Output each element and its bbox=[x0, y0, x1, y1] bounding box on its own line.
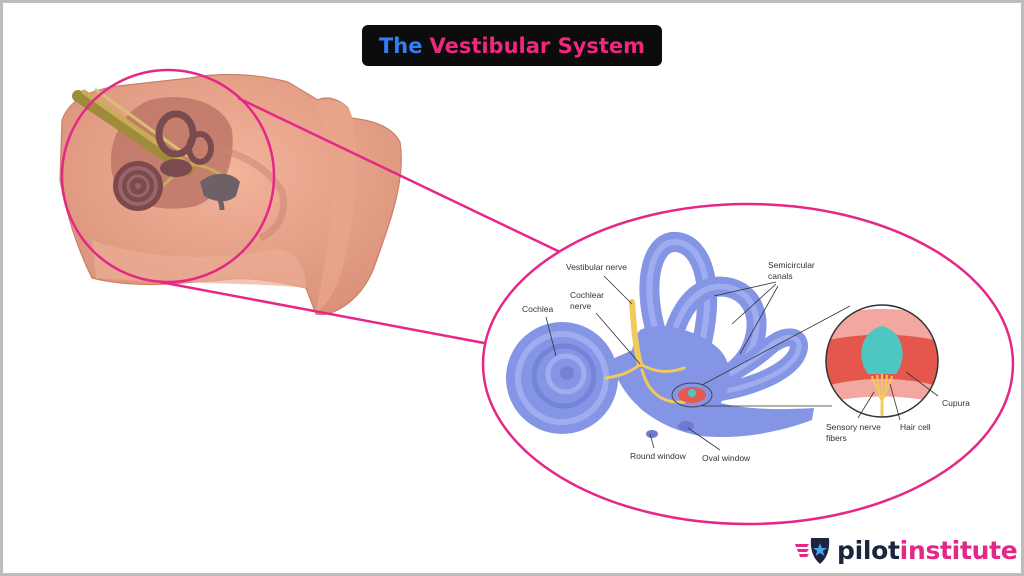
oval-window-shape bbox=[678, 421, 694, 431]
label-vestibular-nerve: Vestibular nerve bbox=[566, 262, 627, 272]
label-cupura: Cupura bbox=[942, 398, 970, 408]
label-cochlear-nerve-line2: nerve bbox=[570, 301, 592, 311]
logo-text-institute: institute bbox=[899, 535, 1018, 565]
semicircular-canals bbox=[639, 232, 808, 403]
logo-text: pilotinstitute bbox=[837, 535, 1018, 565]
label-cochlea: Cochlea bbox=[522, 304, 553, 314]
logo-text-pilot: pilot bbox=[837, 535, 900, 565]
title-part-2: Vestibular System bbox=[429, 33, 646, 58]
pilot-institute-logo: pilotinstitute bbox=[793, 534, 1018, 566]
title-part-1: The bbox=[378, 33, 423, 58]
leader-lines bbox=[545, 275, 939, 451]
label-semicircular-line2: canals bbox=[768, 271, 793, 281]
inner-ear-3d bbox=[113, 110, 240, 211]
ampulla bbox=[671, 382, 713, 408]
label-sensory-line2: fibers bbox=[826, 433, 847, 443]
round-window-shape bbox=[646, 430, 658, 438]
label-hair-cell: Hair cell bbox=[900, 422, 931, 432]
label-semicircular-line1: Semicircular bbox=[768, 260, 815, 270]
ampulla-zoom bbox=[825, 304, 939, 418]
label-cochlear-nerve-line1: Cochlear bbox=[570, 290, 604, 300]
label-oval-window: Oval window bbox=[702, 453, 751, 463]
vestibulocochlear-nerves bbox=[604, 299, 686, 404]
label-sensory-line1: Sensory nerve bbox=[826, 422, 881, 432]
title-banner: The Vestibular System bbox=[362, 25, 662, 66]
diagram-labels: Vestibular nerve Cochlear nerve Cochlea … bbox=[522, 260, 970, 463]
label-round-window: Round window bbox=[630, 451, 687, 461]
wings-shield-icon bbox=[795, 538, 830, 564]
